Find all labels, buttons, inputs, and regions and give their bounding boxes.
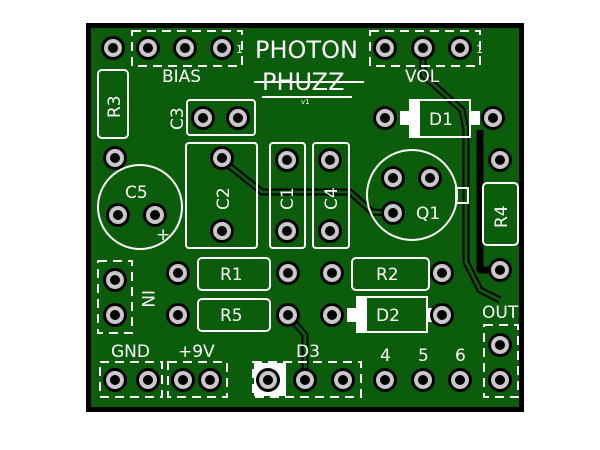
label-c3: C3 — [168, 107, 188, 130]
label-q1: Q1 — [416, 204, 440, 224]
pad-q1 — [418, 166, 442, 190]
pad-pin5 — [411, 368, 435, 392]
pad-bias — [136, 36, 160, 60]
pad-vol — [373, 36, 397, 60]
pad-vol — [448, 36, 472, 60]
label-in: IN — [137, 290, 157, 308]
label-c5: C5 — [125, 183, 148, 203]
label-vol-pin1: 1 — [476, 43, 483, 56]
pad-out — [488, 368, 512, 392]
pad-9v — [171, 368, 195, 392]
pad-in — [103, 303, 127, 327]
label-gnd: GND — [111, 342, 150, 362]
pad-bias — [101, 36, 125, 60]
label-bias-pin1: 1 — [236, 43, 243, 56]
pad-c4 — [318, 148, 342, 172]
pad-d3 — [331, 368, 355, 392]
pad-9v — [198, 368, 222, 392]
pad-r1 — [166, 261, 190, 285]
label-out: OUT — [482, 303, 519, 323]
pad-bias — [210, 36, 234, 60]
pad-r4 — [488, 258, 512, 282]
pad-gnd — [103, 368, 127, 392]
pads — [101, 36, 512, 392]
pad-r2 — [320, 261, 344, 285]
silkscreen-outlines — [97, 30, 519, 398]
pad-d3 — [293, 368, 317, 392]
pad-out — [488, 333, 512, 357]
board-title-line1: PHOTON — [255, 36, 358, 64]
pad-pin6 — [448, 368, 472, 392]
label-r4: R4 — [492, 205, 512, 228]
label-c2: C2 — [214, 187, 234, 210]
label-d2: D2 — [376, 306, 400, 326]
label-pin6: 6 — [455, 346, 466, 366]
label-c1: C1 — [278, 187, 298, 210]
label-r3: R3 — [105, 95, 125, 118]
pad-pin4 — [373, 368, 397, 392]
board-version: v1 — [301, 98, 310, 106]
pad-c1 — [275, 219, 299, 243]
pad-r4 — [488, 148, 512, 172]
label-r1: R1 — [220, 265, 243, 285]
pad-r3 — [103, 146, 127, 170]
board-title-line2: PHUZZ — [262, 68, 345, 96]
pad-c5 — [143, 203, 167, 227]
label-d1: D1 — [429, 110, 453, 130]
pad-c1 — [275, 148, 299, 172]
pad-r5 — [166, 303, 190, 327]
label-r5: R5 — [220, 306, 243, 326]
pad-c4 — [318, 219, 342, 243]
label-pin4: 4 — [380, 346, 391, 366]
pad-d1 — [373, 106, 397, 130]
label-vol: VOL — [405, 67, 440, 87]
pad-c2 — [210, 146, 234, 170]
pad-r5 — [276, 303, 300, 327]
pad-vol — [411, 36, 435, 60]
pad-c5 — [106, 203, 130, 227]
pad-d1 — [481, 106, 505, 130]
pad-d2 — [320, 303, 344, 327]
label-pin5: 5 — [418, 346, 429, 366]
pad-bias — [173, 36, 197, 60]
pad-in — [103, 268, 127, 292]
pad-d2 — [430, 303, 454, 327]
pad-c2 — [210, 219, 234, 243]
label-r2: R2 — [376, 265, 399, 285]
label-bias: BIAS — [162, 67, 201, 87]
pad-r2 — [430, 261, 454, 285]
pad-q1 — [381, 166, 405, 190]
pad-c3 — [226, 106, 250, 130]
pad-gnd — [136, 368, 160, 392]
pad-r1 — [276, 261, 300, 285]
pad-c3 — [191, 106, 215, 130]
label-9v: +9V — [178, 342, 215, 362]
label-c4: C4 — [322, 187, 342, 210]
pad-q1 — [381, 201, 405, 225]
label-d3: D3 — [296, 342, 320, 362]
label-c5-plus: + — [156, 225, 170, 245]
pad-d3 — [256, 368, 280, 392]
